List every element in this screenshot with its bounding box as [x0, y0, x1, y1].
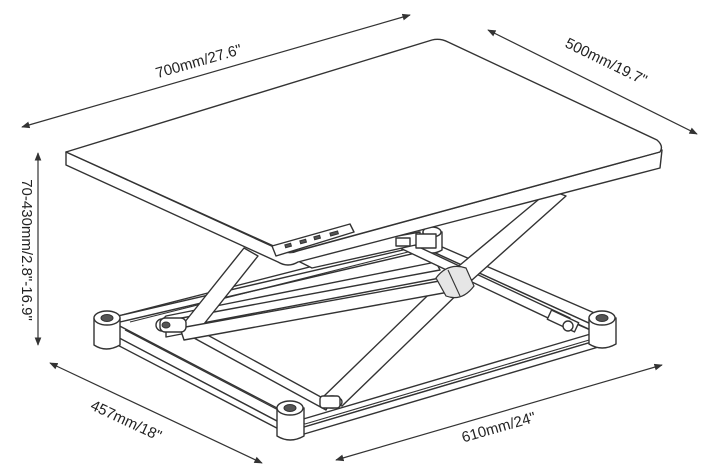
foot-front-left: [276, 400, 305, 441]
control-button-1: [284, 242, 293, 249]
base-feet: [93, 226, 617, 441]
scissor-legs: [159, 189, 567, 409]
label-top-depth: 500mm/19.7": [562, 35, 649, 89]
dim-line-base-width: [335, 363, 663, 462]
control-button-3: [313, 234, 322, 241]
foot-back-left: [93, 310, 121, 350]
base-frame: [103, 239, 613, 438]
dim-line-base-depth: [49, 362, 263, 464]
dimension-lines: [21, 13, 698, 464]
dim-line-top-width: [21, 13, 411, 129]
scissor-hinge: [435, 265, 475, 299]
dim-line-top-depth: [487, 29, 698, 135]
control-button-2: [299, 238, 308, 245]
control-button-4: [329, 230, 340, 237]
control-panel: [271, 223, 355, 257]
label-base-width: 610mm/24": [460, 409, 538, 446]
tabletop: [65, 38, 663, 266]
foot-front-right: [588, 310, 617, 349]
label-height-range: 70-430mm/2.8"-16.9": [18, 179, 35, 321]
label-base-depth: 457mm/18": [88, 397, 164, 445]
